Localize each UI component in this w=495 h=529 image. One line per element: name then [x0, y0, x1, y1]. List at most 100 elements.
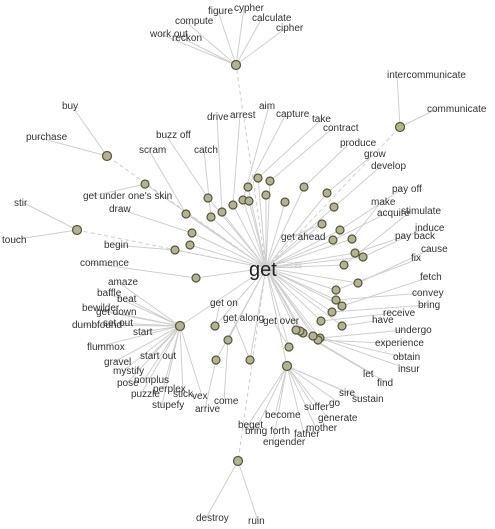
synset-node-begin[interactable] — [170, 245, 180, 255]
word-label-pay-off[interactable]: pay off — [392, 184, 422, 195]
synset-node-arrest[interactable] — [228, 200, 238, 210]
synset-node-get-ahead[interactable] — [317, 219, 327, 229]
word-label-make[interactable]: make — [371, 197, 396, 208]
word-label-obtain[interactable]: obtain — [393, 352, 420, 363]
word-label-engender[interactable]: engender — [263, 437, 306, 448]
word-label-induce[interactable]: induce — [415, 223, 445, 234]
synset-node-find[interactable] — [291, 325, 301, 335]
word-label-drive[interactable]: drive — [207, 112, 229, 123]
word-label-mystify[interactable]: mystify — [113, 366, 144, 377]
word-label-beget[interactable]: beget — [238, 420, 263, 431]
word-label-suffer[interactable]: suffer — [304, 402, 329, 413]
synset-node-drive[interactable] — [217, 207, 227, 217]
synset-node-extra-0[interactable] — [185, 240, 195, 250]
word-label-get-under-one-s-skin[interactable]: get under one's skin — [83, 191, 172, 202]
synset-node-fix[interactable] — [331, 285, 341, 295]
word-label-fix[interactable]: fix — [411, 253, 421, 264]
synset-node-pay-back[interactable] — [350, 248, 360, 258]
word-label-bewilder[interactable]: bewilder — [82, 303, 120, 314]
word-label-father[interactable]: father — [294, 429, 320, 440]
word-label-undergo[interactable]: undergo — [395, 325, 432, 336]
word-label-start-out[interactable]: start out — [140, 351, 176, 362]
word-label-arrest[interactable]: arrest — [230, 110, 256, 121]
word-label-nonplus[interactable]: nonplus — [134, 375, 169, 386]
word-label-draw[interactable]: draw — [109, 204, 131, 215]
synset-node-stimulate[interactable] — [339, 260, 349, 270]
synset-node-have[interactable] — [337, 321, 347, 331]
synset-node-extra-3[interactable] — [244, 196, 254, 206]
word-label-stir[interactable]: stir — [14, 198, 28, 209]
word-label-sire[interactable]: sire — [339, 388, 356, 399]
synset-node-c_buy[interactable] — [101, 150, 113, 162]
synset-node-obtain[interactable] — [308, 331, 318, 341]
word-label-amaze[interactable]: amaze — [108, 277, 138, 288]
word-label-stick[interactable]: stick — [173, 389, 194, 400]
synset-node-commence[interactable] — [191, 273, 201, 283]
word-label-set-out[interactable]: set out — [103, 318, 133, 329]
word-label-have[interactable]: have — [372, 315, 394, 326]
synset-node-get-along[interactable] — [245, 355, 255, 365]
word-label-come[interactable]: come — [214, 396, 239, 407]
synset-node-convey[interactable] — [331, 295, 341, 305]
word-label-bring[interactable]: bring — [418, 300, 440, 311]
word-label-go[interactable]: go — [329, 398, 341, 409]
synset-node-arrive[interactable] — [211, 355, 221, 365]
word-label-capture[interactable]: capture — [276, 109, 310, 120]
synset-node-receive[interactable] — [316, 316, 326, 326]
word-label-vex[interactable]: vex — [192, 391, 208, 402]
word-label-buzz-off[interactable]: buzz off — [156, 130, 191, 141]
word-label-calculate[interactable]: calculate — [252, 13, 292, 24]
word-label-touch[interactable]: touch — [2, 235, 26, 246]
word-label-produce[interactable]: produce — [340, 138, 377, 149]
word-label-puzzle[interactable]: puzzle — [131, 389, 160, 400]
word-label-buy[interactable]: buy — [62, 101, 78, 112]
word-label-dumbfound[interactable]: dumbfound — [72, 320, 122, 331]
word-label-get-down[interactable]: get down — [96, 307, 137, 318]
word-label-get-on[interactable]: get on — [210, 298, 238, 309]
word-label-mother[interactable]: mother — [306, 423, 338, 434]
synset-node-extra-1[interactable] — [261, 190, 271, 200]
word-label-become[interactable]: become — [265, 410, 301, 421]
synset-node-make[interactable] — [347, 234, 357, 244]
word-label-begin[interactable]: begin — [104, 240, 128, 251]
synset-node-contract[interactable] — [265, 176, 275, 186]
word-label-work-out[interactable]: work out — [149, 29, 188, 40]
synset-node-induce[interactable] — [358, 252, 368, 262]
synset-node-catch[interactable] — [206, 212, 216, 222]
synset-node-c_puzzle[interactable] — [174, 320, 186, 332]
synset-node-get-under-one-s-skin[interactable] — [140, 179, 150, 189]
word-label-develop[interactable]: develop — [371, 161, 406, 172]
word-label-flummox[interactable]: flummox — [87, 342, 125, 353]
synset-node-draw[interactable] — [187, 228, 197, 238]
word-label-catch[interactable]: catch — [194, 145, 218, 156]
synset-node-c_stir[interactable] — [71, 224, 83, 236]
word-label-stimulate[interactable]: stimulate — [401, 206, 441, 217]
word-label-cause[interactable]: cause — [421, 244, 448, 255]
synset-node-scram[interactable] — [181, 209, 191, 219]
word-label-let[interactable]: let — [363, 369, 374, 380]
synset-node-come[interactable] — [223, 335, 233, 345]
word-label-arrive[interactable]: arrive — [195, 404, 220, 415]
word-label-perplex[interactable]: perplex — [153, 384, 186, 395]
word-label-commence[interactable]: commence — [80, 258, 129, 269]
synset-node-pay-off[interactable] — [335, 225, 345, 235]
word-label-convey[interactable]: convey — [412, 288, 444, 299]
synset-node-get-on[interactable] — [210, 321, 220, 331]
synset-node-c_ruin[interactable] — [232, 455, 244, 467]
word-label-stupefy[interactable]: stupefy — [152, 400, 184, 411]
word-label-find[interactable]: find — [377, 378, 393, 389]
synset-node-extra-2[interactable] — [280, 197, 290, 207]
word-label-insur[interactable]: insur — [398, 364, 420, 375]
synset-node-develop[interactable] — [329, 202, 339, 212]
word-label-fetch[interactable]: fetch — [420, 272, 442, 283]
synset-node-buzz-off[interactable] — [203, 193, 213, 203]
word-label-take[interactable]: take — [312, 114, 331, 125]
word-label-scram[interactable]: scram — [139, 145, 166, 156]
word-label-acquire[interactable]: acquire — [377, 208, 410, 219]
word-label-communicate[interactable]: communicate — [427, 104, 487, 115]
synset-node-take[interactable] — [253, 173, 263, 183]
word-label-bring-forth[interactable]: bring forth — [245, 426, 290, 437]
word-label-destroy[interactable]: destroy — [196, 513, 229, 524]
word-label-sustain[interactable]: sustain — [352, 394, 384, 405]
synset-node-c_comm[interactable] — [394, 121, 406, 133]
